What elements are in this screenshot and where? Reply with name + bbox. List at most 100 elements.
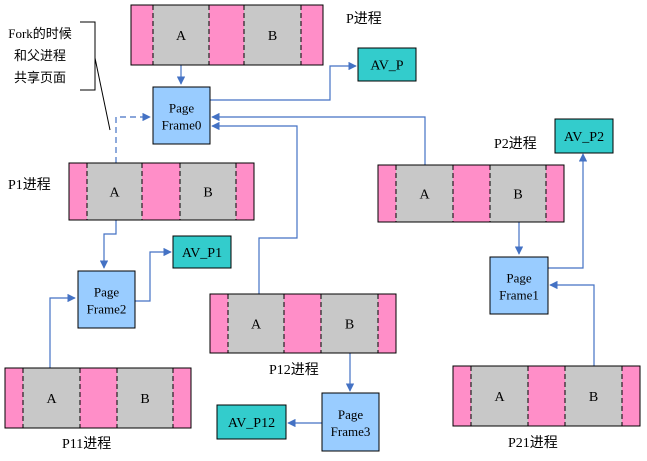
- connector-frame2-to-av-p1: [135, 247, 172, 302]
- page-gap: [284, 294, 321, 353]
- av-box-av-p12: AV_P12: [216, 404, 287, 440]
- av-box-av-p: AV_P: [357, 47, 417, 82]
- frame-line-2: Frame2: [87, 302, 127, 317]
- process-labels: P进程 P1进程 P2进程 P11进程 P12进程 P21进程: [8, 11, 558, 452]
- page-gap: [453, 366, 471, 426]
- process-label-p2: P2进程: [494, 136, 537, 152]
- cell-a-label: A: [176, 29, 187, 44]
- cell-b-label: B: [345, 318, 354, 333]
- page-cell-b: [244, 5, 301, 65]
- av-rect: [216, 404, 287, 440]
- page-cell-b: [117, 368, 173, 428]
- bar-outline: [130, 4, 324, 66]
- av-rect: [172, 235, 232, 269]
- process-label-p11: P11进程: [62, 436, 111, 452]
- frame-line-1: Page: [169, 101, 195, 116]
- page-gap: [236, 163, 254, 220]
- frame-line-1: Page: [338, 407, 364, 422]
- connector-p1-to-frame2: [99, 220, 117, 269]
- frame-line-2: Frame1: [499, 288, 539, 303]
- cell-b-label: B: [140, 392, 149, 407]
- page-cell-a: [87, 163, 142, 220]
- av-label: AV_P12: [228, 416, 275, 431]
- page-cell-a: [228, 294, 284, 353]
- frame-box: [489, 256, 549, 315]
- page-gap: [80, 368, 117, 428]
- cell-a-label: A: [419, 188, 430, 203]
- bar-outline: [68, 162, 255, 221]
- page-gap: [209, 5, 244, 65]
- page-gap: [69, 163, 87, 220]
- process-label-p21: P21进程: [508, 435, 558, 451]
- page-gap: [142, 163, 180, 220]
- frame-box: [152, 86, 211, 145]
- connectors: [49, 61, 595, 428]
- process-label-p12: P12进程: [269, 362, 319, 378]
- note-bracket: [80, 21, 111, 131]
- fork-note: Fork的时候 和父进程 共享页面: [8, 26, 72, 85]
- page-cell-a: [153, 5, 209, 65]
- page-cell-a: [23, 368, 80, 428]
- av-label: AV_P2: [564, 130, 604, 145]
- page-gap: [528, 366, 565, 426]
- frame-line-2: Frame0: [162, 118, 202, 133]
- page-gap: [378, 294, 396, 353]
- bar-outline: [377, 164, 565, 223]
- frame-box: [77, 270, 136, 329]
- process-label-p: P进程: [346, 11, 382, 27]
- page-gap: [378, 165, 396, 222]
- av-label: AV_P: [370, 59, 403, 74]
- page-gap: [131, 5, 153, 65]
- frame-line-1: Page: [506, 271, 532, 286]
- cell-b-label: B: [513, 188, 522, 203]
- frame-line-2: Frame3: [331, 424, 371, 439]
- bar-outline: [452, 365, 641, 427]
- av-box-av-p1: AV_P1: [172, 235, 232, 269]
- note-line-3: 共享页面: [14, 70, 66, 85]
- page-gap: [173, 368, 191, 428]
- page-cell-b: [490, 165, 546, 222]
- page-cell-a: [396, 165, 453, 222]
- connector-frame0-to-av-p: [210, 61, 357, 101]
- cell-a-label: A: [109, 186, 120, 201]
- note-line-2: 和父进程: [14, 48, 66, 63]
- connector-p11-to-frame2: [49, 293, 76, 368]
- cell-a-label: A: [46, 392, 57, 407]
- note-line-1: Fork的时候: [8, 26, 72, 41]
- process-label-p1: P1进程: [8, 177, 51, 193]
- page-gap: [622, 366, 640, 426]
- connector-p21-to-frame1: [549, 280, 595, 366]
- page-gap: [546, 165, 564, 222]
- page-cell-b: [565, 366, 622, 426]
- cell-a-label: A: [251, 318, 262, 333]
- cell-b-label: B: [589, 390, 598, 405]
- connector-p2-to-frame0: [211, 112, 426, 165]
- cell-a-label: A: [494, 390, 505, 405]
- cell-b-label: B: [268, 29, 277, 44]
- connector-p12-to-frame0: [211, 121, 298, 294]
- bar-outline: [209, 293, 397, 354]
- frame-line-1: Page: [94, 285, 120, 300]
- av-rect: [554, 118, 614, 154]
- av-rect: [357, 47, 417, 82]
- av-label: AV_P1: [182, 246, 222, 261]
- connector-frame1-to-av-p2: [548, 153, 588, 269]
- av-box-av-p2: AV_P2: [554, 118, 614, 154]
- page-gap: [301, 5, 323, 65]
- frame-box: [321, 392, 380, 452]
- connector-p1-to-frame0-shared: [115, 112, 151, 163]
- bar-outline: [4, 367, 192, 429]
- page-cell-b: [321, 294, 378, 353]
